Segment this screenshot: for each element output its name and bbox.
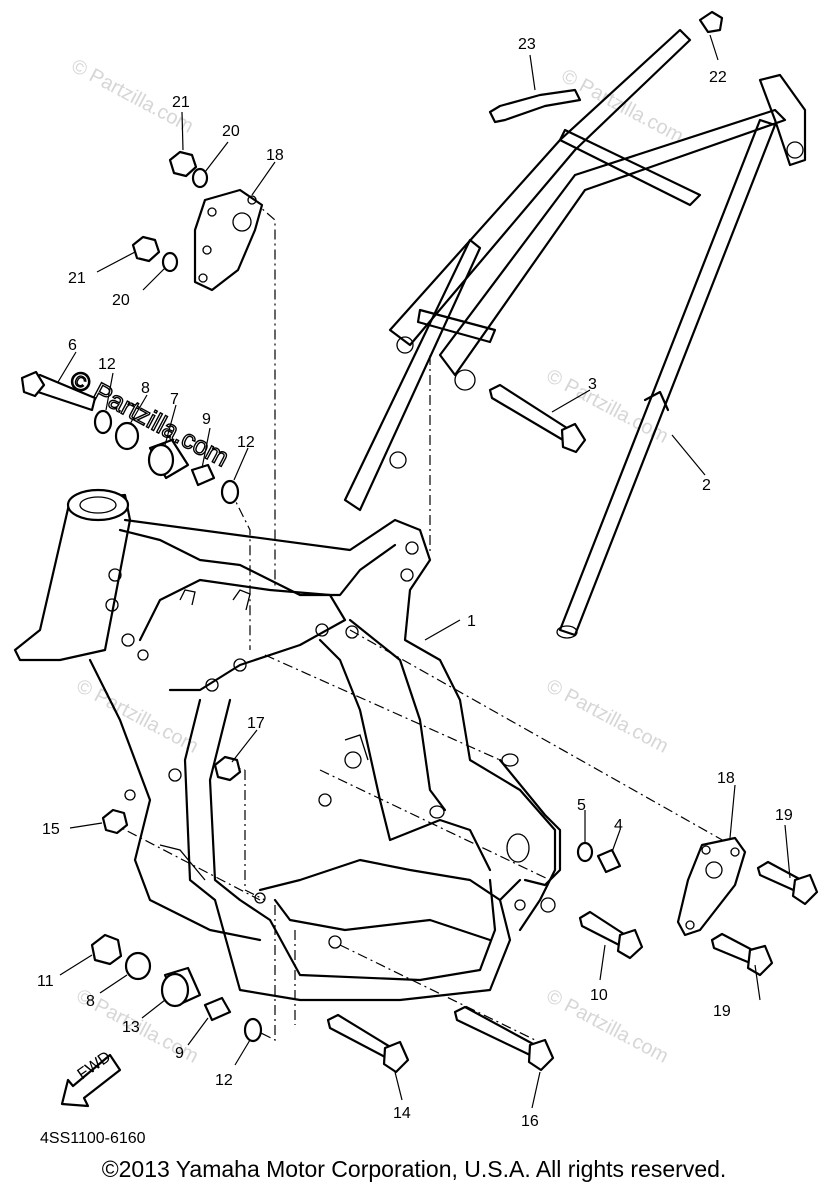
callout-6: 6 — [68, 337, 77, 354]
callout-17: 17 — [247, 715, 265, 732]
callout-20-lower: 20 — [112, 292, 130, 309]
callout-8-lower: 8 — [86, 993, 95, 1010]
nut-11 — [90, 933, 123, 966]
collar-8-b — [124, 951, 152, 981]
leader-lines — [57, 34, 791, 1109]
nut-21-upper — [168, 150, 198, 178]
washer-12-a — [93, 409, 113, 435]
washer-20-lower — [161, 251, 179, 273]
callout-19-lower: 19 — [713, 1003, 731, 1020]
callout-1: 1 — [467, 613, 476, 630]
nut-21-lower — [131, 235, 161, 263]
callout-11: 11 — [37, 973, 54, 990]
callout-8-upper: 8 — [141, 380, 150, 397]
engine-mount-bracket-upper — [193, 188, 264, 292]
callout-3: 3 — [588, 376, 597, 393]
callout-12-a: 12 — [98, 356, 116, 373]
callout-7: 7 — [170, 391, 179, 408]
callout-23: 23 — [518, 36, 536, 53]
bolt-14 — [326, 1013, 394, 1060]
callouts: 1 2 3 4 5 6 7 8 8 9 9 10 11 12 12 12 13 … — [37, 36, 793, 1130]
callout-14: 14 — [393, 1105, 411, 1122]
callout-12-b: 12 — [237, 434, 255, 451]
callout-9-lower: 9 — [175, 1045, 184, 1062]
washer-5 — [576, 841, 594, 863]
callout-20-upper: 20 — [222, 123, 240, 140]
engine-mount-bracket-lower — [676, 836, 747, 937]
callout-18-lower: 18 — [717, 770, 735, 787]
nut-17 — [213, 755, 242, 782]
washer-12-b — [220, 479, 240, 505]
collar-9-b — [203, 996, 232, 1022]
callout-5: 5 — [577, 797, 586, 814]
collar-8-a — [114, 421, 140, 451]
callout-13: 13 — [122, 1019, 140, 1036]
callout-10: 10 — [590, 987, 608, 1004]
callout-15: 15 — [42, 821, 60, 838]
fasteners: FWD — [20, 10, 819, 1108]
cap-22 — [698, 10, 724, 34]
bolt-3 — [488, 383, 572, 442]
callout-19-upper: 19 — [775, 807, 793, 824]
callout-18-upper: 18 — [266, 147, 284, 164]
bolt-4 — [596, 848, 622, 874]
main-frame — [13, 488, 562, 1002]
callout-21-lower: 21 — [68, 270, 86, 287]
callout-4: 4 — [614, 817, 623, 834]
callout-21-upper: 21 — [172, 94, 190, 111]
nut-15 — [101, 808, 129, 835]
special-tool-23 — [488, 88, 582, 124]
rear-subframe — [343, 28, 807, 639]
forward-arrow-icon — [60, 1053, 122, 1108]
callout-12-c: 12 — [215, 1072, 233, 1089]
alignment-lines — [109, 199, 741, 1041]
diagram-part-code: 4SS1100-6160 — [40, 1130, 146, 1147]
washer-12-c — [243, 1017, 263, 1043]
watermark: © Partzilla.com — [543, 675, 672, 758]
callout-9-upper: 9 — [202, 411, 211, 428]
callout-22: 22 — [709, 69, 727, 86]
washer-20-upper — [191, 167, 209, 189]
watermark: © Partzilla.com — [73, 675, 202, 758]
callout-16: 16 — [521, 1113, 539, 1130]
copyright-notice: ©2013 Yamaha Motor Corporation, U.S.A. A… — [101, 1156, 727, 1182]
collar-9-a — [190, 463, 216, 487]
callout-2: 2 — [702, 477, 711, 494]
bolt-16 — [453, 1005, 537, 1057]
